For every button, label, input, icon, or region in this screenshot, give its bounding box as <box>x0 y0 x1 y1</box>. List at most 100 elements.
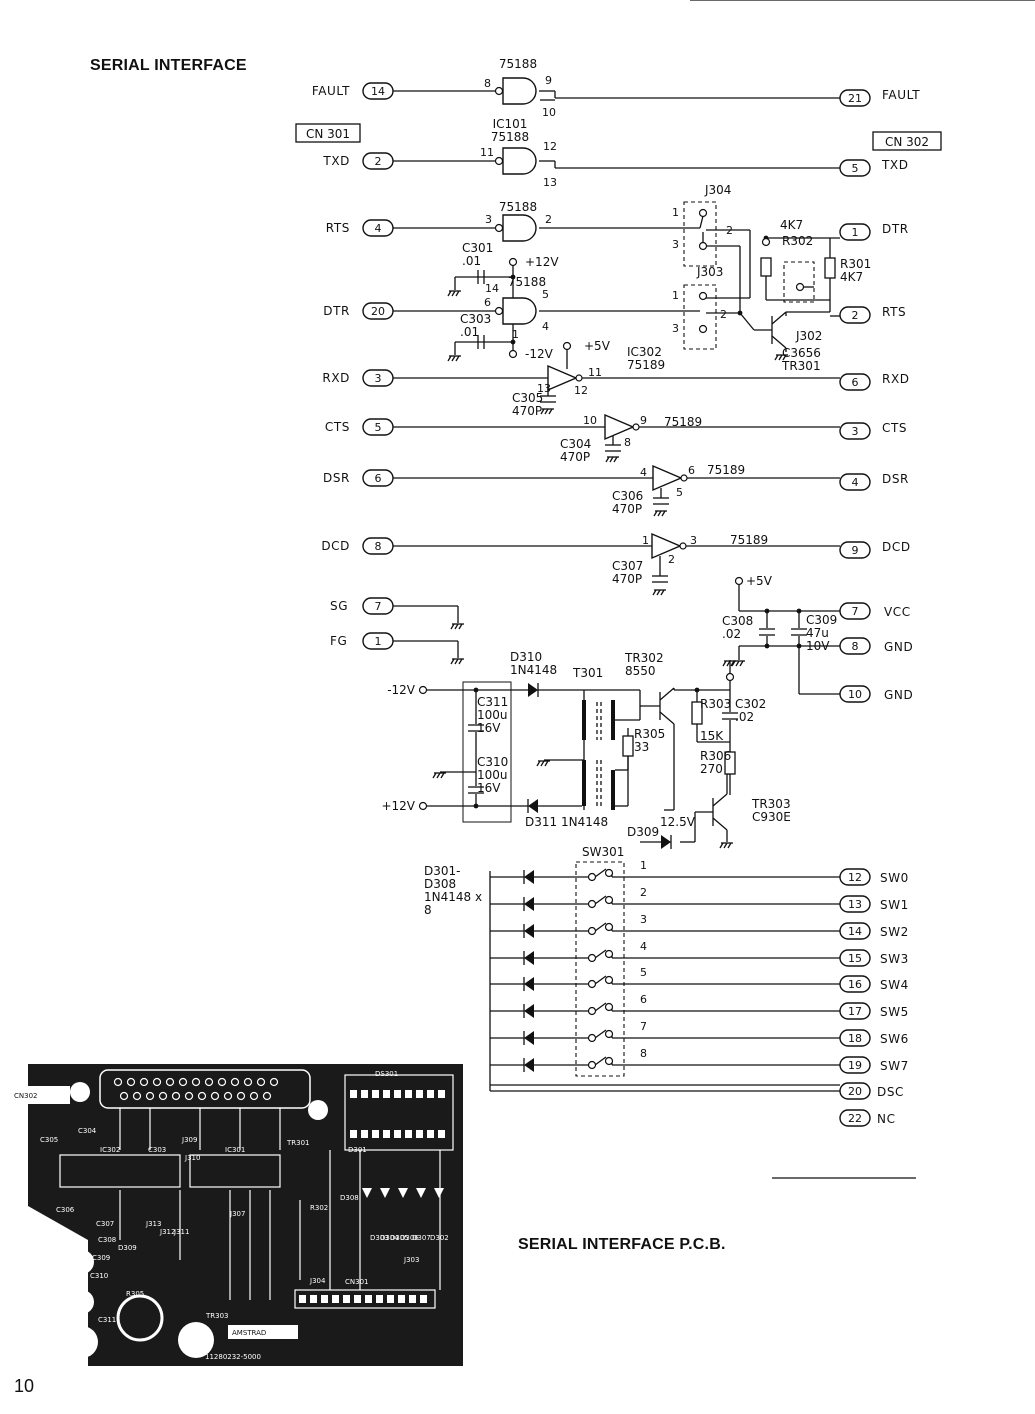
page-number: 10 <box>14 1376 35 1396</box>
connector-pin-right-number: 15 <box>848 952 862 965</box>
pin-number: 3 <box>690 534 697 547</box>
terminal <box>418 685 428 695</box>
pcb-pad <box>365 1295 372 1303</box>
ground-symbol <box>661 510 666 517</box>
connector-pin-right-number: 2 <box>852 309 859 322</box>
ground-symbol <box>739 660 744 667</box>
pcb-diode <box>416 1188 426 1198</box>
pin-number: 6 <box>484 296 491 309</box>
pcb-pad <box>165 1077 175 1087</box>
connector-pin-left <box>362 219 394 237</box>
diode-d309 <box>661 835 671 849</box>
ground-symbol <box>450 623 455 630</box>
ground-pin-label: FG <box>330 634 347 648</box>
pcb-silkscreen-label: D308 <box>340 1194 359 1202</box>
pin-number: 1 <box>672 289 679 302</box>
connector-cn301-label: CN 301 <box>306 127 350 141</box>
chip-label: 75188 <box>508 275 546 289</box>
ground-symbol <box>722 660 727 667</box>
ground-symbol <box>652 589 657 596</box>
component-label: D309 <box>627 825 659 839</box>
pcb-silkscreen-label: R302 <box>310 1204 328 1212</box>
connector-pin-right <box>839 602 871 620</box>
connector-pin-left <box>362 82 394 100</box>
jumper-j304 <box>683 201 717 267</box>
pcb-pad <box>139 1077 149 1087</box>
terminal <box>604 922 614 932</box>
pin-number: 1 <box>642 534 649 547</box>
terminal <box>698 241 708 251</box>
diode-switch <box>524 1004 534 1018</box>
diode-switch <box>524 1058 534 1072</box>
ground-symbol <box>735 660 740 667</box>
connector-pin-right-number: 6 <box>852 376 859 389</box>
pcb-cn302-tab <box>10 1086 70 1104</box>
connector-pin-left <box>362 632 394 650</box>
connector-pin-left-number: 8 <box>375 540 382 553</box>
power-pin-label: GND <box>884 640 913 654</box>
pcb-silkscreen-label: D306 <box>400 1234 419 1242</box>
pcb-mount-hole <box>178 1322 214 1358</box>
signal-label-right: DCD <box>882 540 911 554</box>
pcb-ic302 <box>59 1154 181 1188</box>
pcb-silkscreen-label: D305 <box>390 1234 409 1242</box>
switch-number: 4 <box>640 940 647 953</box>
terminal <box>604 1056 614 1066</box>
transistor-tr302 <box>659 711 675 725</box>
connector-pin-right-number: 1 <box>852 226 859 239</box>
pcb-pad <box>420 1295 427 1303</box>
terminal <box>587 953 597 963</box>
pcb-silkscreen-label: D301 <box>348 1146 367 1154</box>
receiver-75189-rxd <box>547 364 578 392</box>
diode-switch <box>524 924 534 938</box>
extra-pin-label: NC <box>877 1112 896 1126</box>
connector-pin-right-number: 3 <box>852 425 859 438</box>
converter-box <box>462 681 512 823</box>
transistor-tr303 <box>712 817 728 831</box>
switch-number: 3 <box>640 913 647 926</box>
connector-pin-right <box>839 685 871 703</box>
pcb-silkscreen-label: C303 <box>148 1146 166 1154</box>
pcb-ds-label: DS301 <box>375 1070 398 1078</box>
connector-pin-left-number: 14 <box>371 85 385 98</box>
terminal <box>587 979 597 989</box>
ground-symbol <box>436 772 441 779</box>
pcb-silkscreen-label: C305 <box>40 1136 58 1144</box>
ground-pin-label: SG <box>330 599 348 613</box>
terminal <box>795 282 805 292</box>
pcb-silkscreen-label: CN301 <box>345 1278 369 1286</box>
pin-number: 1 <box>512 328 519 341</box>
pcb-pad <box>230 1077 240 1087</box>
terminal <box>604 975 614 985</box>
ground-symbol <box>782 354 787 361</box>
resistor-r303 <box>691 701 703 725</box>
pcb-pad <box>387 1295 394 1303</box>
page-title: SERIAL INTERFACE <box>90 57 247 74</box>
pcb-transformer <box>116 1294 164 1342</box>
chip-label: 75189 <box>707 463 745 477</box>
pin-number: 1 <box>672 206 679 219</box>
pcb-pad <box>119 1091 129 1101</box>
pcb-pad <box>321 1295 328 1303</box>
supply-label: +12V <box>381 799 415 813</box>
connector-pin-right-number: 17 <box>848 1005 862 1018</box>
terminal <box>604 868 614 878</box>
pin-number: 13 <box>537 382 551 395</box>
signal-label-left: TXD <box>322 154 350 168</box>
signal-label-right: CTS <box>882 421 907 435</box>
ground-symbol <box>450 658 455 665</box>
resistor-r301 <box>824 257 836 279</box>
transistor-tr301 <box>771 311 787 325</box>
gate-75188-dtr <box>502 297 537 325</box>
signal-label-left: RTS <box>326 221 350 235</box>
pcb-pad <box>126 1077 136 1087</box>
terminal <box>604 1002 614 1012</box>
ground-symbol <box>723 842 728 849</box>
transistor-tr301 <box>771 335 787 349</box>
ground-symbol <box>540 760 545 767</box>
terminal <box>725 672 735 682</box>
connector-pin-right-number: 22 <box>848 1112 862 1125</box>
